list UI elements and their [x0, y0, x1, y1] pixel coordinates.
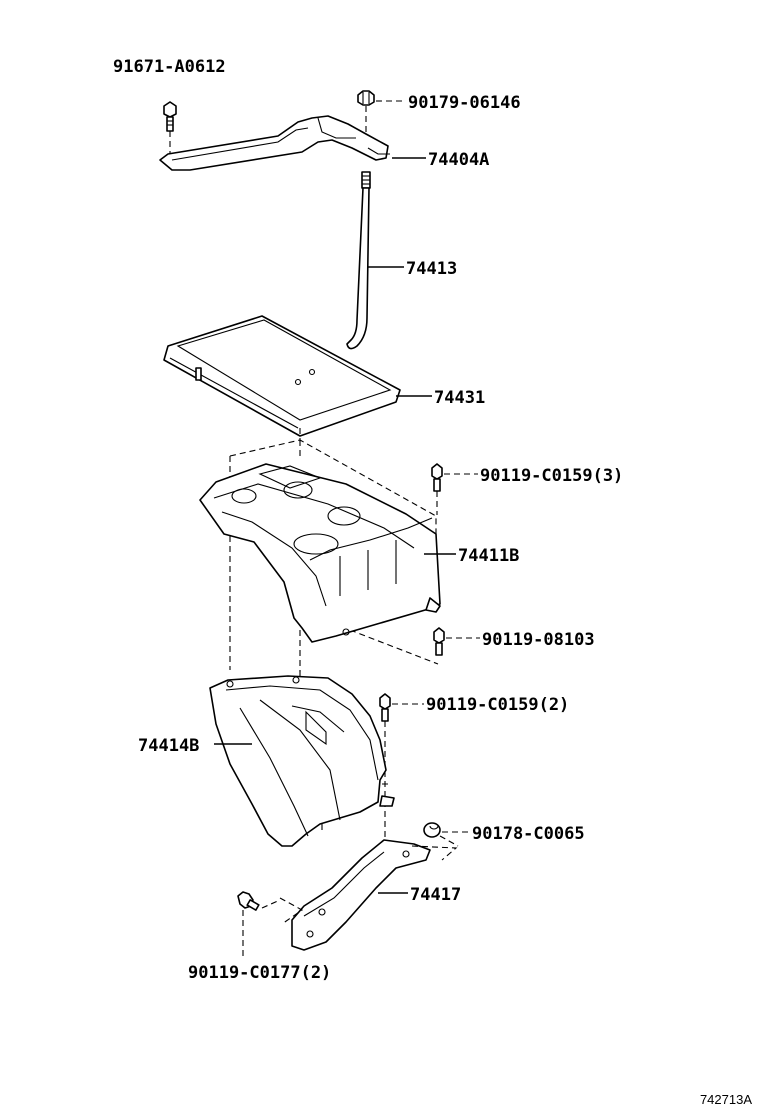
- bolt-90119-c0177-2: [237, 891, 281, 958]
- stay-74417: [279, 839, 458, 951]
- label-74417: 74417: [410, 885, 461, 905]
- label-90119-c0159-3: 90119-C0159(3): [480, 466, 623, 486]
- label-74414b: 74414B: [138, 736, 199, 756]
- nut-90178-c0065: [423, 822, 459, 847]
- label-90119-c0159-2: 90119-C0159(2): [426, 695, 569, 715]
- leader-lines: [214, 100, 480, 894]
- battery-tray-74431: [163, 315, 401, 442]
- battery-cover-74411b: [199, 463, 441, 643]
- figure-id: 742713A: [700, 1092, 752, 1107]
- label-90119-08103: 90119-08103: [482, 630, 595, 650]
- nut-90179-06146: [357, 90, 375, 140]
- bolt-90119-c0159-3: [431, 463, 443, 515]
- battery-clamp-74404a: [159, 115, 390, 171]
- label-74413: 74413: [406, 259, 457, 279]
- label-91671-a0612: 91671-A0612: [113, 57, 226, 77]
- label-74404a: 74404A: [428, 150, 489, 170]
- label-90119-c0177-2: 90119-C0177(2): [188, 963, 331, 983]
- label-74411b: 74411B: [458, 546, 519, 566]
- label-74431: 74431: [434, 388, 485, 408]
- hold-down-rod-74413: [346, 171, 371, 350]
- tray-bracket-74414b: [209, 675, 395, 847]
- label-90178-c0065: 90178-C0065: [472, 824, 585, 844]
- label-90179-06146: 90179-06146: [408, 93, 521, 113]
- bolt-90119-08103: [433, 627, 445, 656]
- bolt-91671-a0612: [163, 101, 177, 160]
